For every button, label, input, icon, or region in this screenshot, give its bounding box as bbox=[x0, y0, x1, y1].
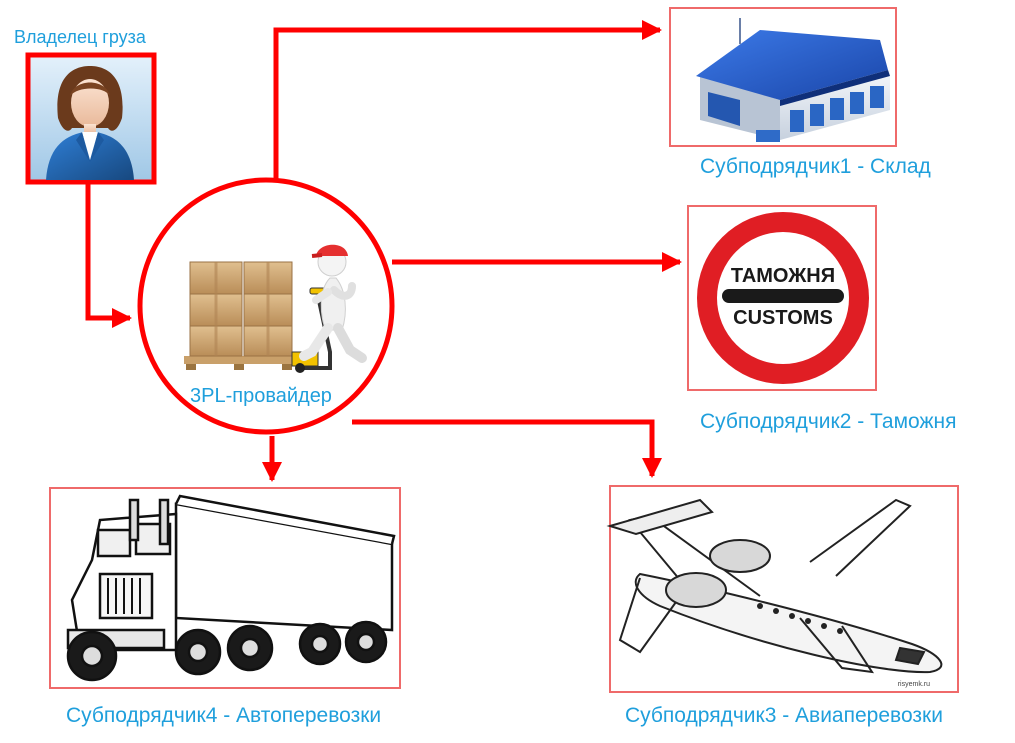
air-node: risyemk.ru bbox=[606, 485, 959, 693]
air-label: Субподрядчик3 - Авиаперевозки bbox=[625, 704, 943, 727]
warehouse-node bbox=[669, 7, 897, 147]
arrow-provider-to-air bbox=[352, 419, 662, 478]
truck-icon bbox=[66, 494, 396, 682]
truck-label: Субподрядчик4 - Автоперевозки bbox=[66, 704, 382, 727]
customs-sign-top-text: ТАМОЖНЯ bbox=[731, 265, 835, 287]
worker-pallet-jack-icon bbox=[184, 244, 367, 373]
arrow-owner-to-provider bbox=[85, 183, 132, 328]
arrow-provider-to-warehouse bbox=[273, 20, 662, 185]
airplane-icon: risyemk.ru bbox=[606, 498, 943, 688]
customs-sign-bottom-text: CUSTOMS bbox=[733, 307, 833, 329]
owner-node bbox=[25, 52, 157, 185]
provider-node bbox=[137, 177, 395, 435]
warehouse-label: Субподрядчик1 - Склад bbox=[700, 155, 931, 178]
customs-stop-sign-icon: ТАМОЖНЯ CUSTOMS bbox=[697, 212, 869, 384]
truck-node bbox=[49, 487, 401, 689]
provider-label: 3PL-провайдер bbox=[190, 385, 332, 407]
connectors bbox=[85, 20, 682, 482]
warehouse-icon bbox=[696, 18, 890, 142]
customs-label: Субподрядчик2 - Таможня bbox=[700, 410, 957, 433]
customs-node: ТАМОЖНЯ CUSTOMS bbox=[687, 205, 877, 391]
business-woman-icon bbox=[46, 66, 134, 180]
air-watermark-text: risyemk.ru bbox=[898, 681, 930, 688]
owner-label: Владелец груза bbox=[14, 27, 146, 47]
